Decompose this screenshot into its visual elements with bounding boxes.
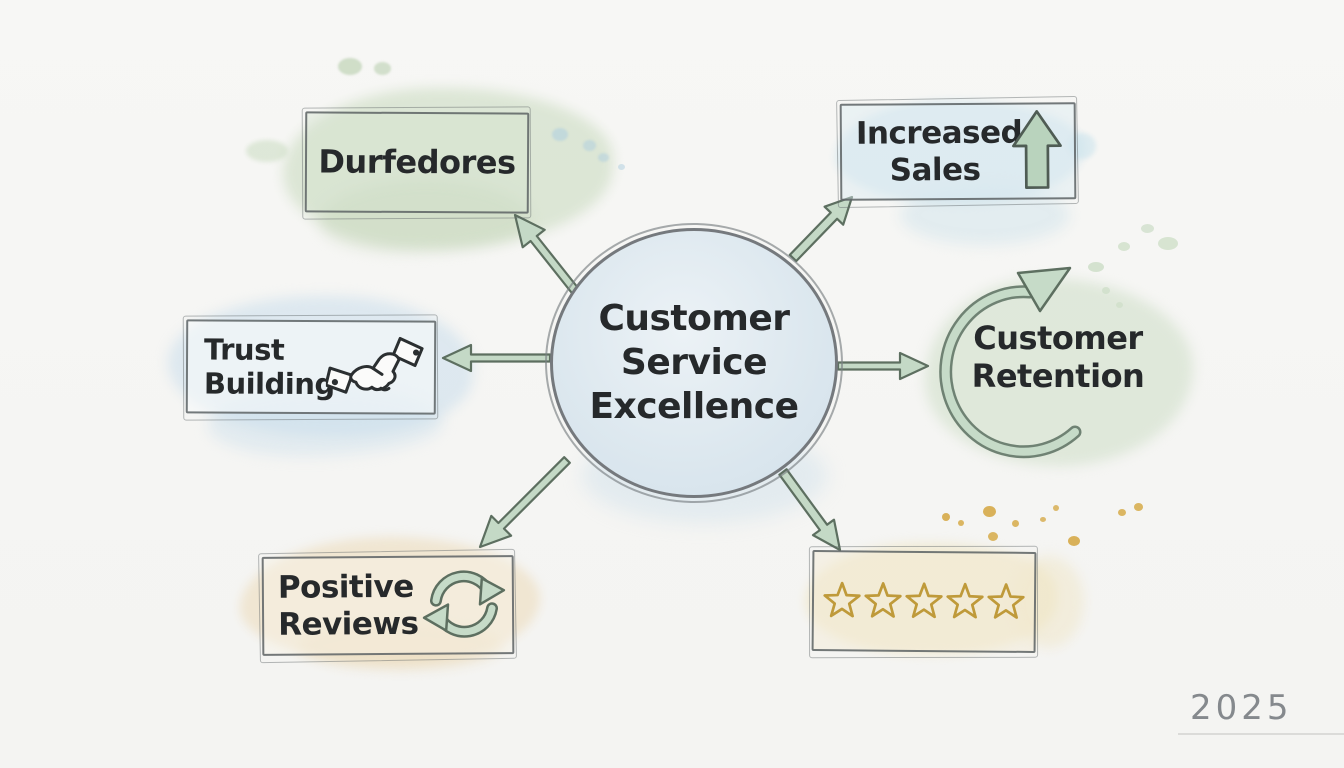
paint-dot-green	[374, 62, 391, 75]
central-node-customer-service-excellence: Customer Service Excellence	[550, 228, 838, 498]
node-increased-sales-label: Increased Sales	[855, 114, 1023, 188]
arrow-to-five-stars	[778, 468, 842, 552]
year-underline	[1178, 733, 1344, 735]
year-label: 2025	[1190, 688, 1293, 728]
gold-dot	[1012, 520, 1019, 527]
gold-dot	[983, 506, 996, 517]
central-node-line: Excellence	[589, 385, 799, 427]
paint-splatter-green	[1141, 224, 1154, 233]
star-icon	[946, 582, 984, 619]
gold-dot	[1134, 503, 1143, 511]
central-node-line: Customer	[598, 298, 790, 340]
up-arrow-icon	[1012, 110, 1062, 189]
central-node-line: Service	[620, 342, 768, 384]
paint-splatter-green	[1116, 302, 1123, 308]
star-icon	[905, 581, 943, 618]
arrow-to-trust-building	[441, 343, 552, 373]
paint-dot-blue	[552, 128, 568, 141]
gold-dot	[1053, 505, 1059, 511]
gold-dot	[1068, 536, 1080, 546]
node-customer-retention-label: Customer Retention	[971, 319, 1145, 395]
gold-dot	[942, 513, 950, 521]
node-benefits-label: Durfedores	[318, 142, 516, 182]
paint-splatter-green	[1102, 287, 1110, 294]
node-benefits-box: Durfedores	[304, 111, 530, 214]
node-trust-building-label: Trust Building	[203, 332, 335, 402]
paint-dot-green	[338, 58, 362, 75]
star-rating	[822, 579, 1026, 625]
node-increased-sales-box: Increased Sales	[839, 102, 1077, 201]
gold-dot	[958, 520, 964, 526]
node-positive-reviews-box: Positive Reviews	[261, 555, 515, 656]
star-icon	[864, 581, 902, 618]
star-icon	[823, 581, 861, 617]
paint-splatter-green	[1158, 237, 1178, 250]
node-trust-building-box: Trust Building	[185, 319, 437, 415]
arrow-to-increased-sales	[788, 195, 854, 263]
paint-dot-blue	[618, 164, 625, 170]
paint-dot-blue	[583, 140, 596, 151]
handshake-icon	[325, 336, 424, 394]
gold-dot	[1040, 517, 1046, 522]
gold-dot	[1118, 509, 1126, 516]
node-positive-reviews-label: Positive Reviews	[277, 568, 419, 643]
paint-splatter-green	[1118, 242, 1130, 251]
arrow-to-customer-retention	[836, 351, 930, 381]
star-icon	[987, 582, 1025, 619]
arrow-to-positive-reviews	[478, 456, 571, 549]
paint-dot-blue	[598, 153, 609, 162]
gold-dot	[988, 532, 998, 541]
paint-splatter-green	[1088, 262, 1104, 272]
refresh-icon	[422, 570, 506, 638]
paint-dot-green	[246, 140, 288, 162]
node-five-star-rating-box	[811, 550, 1037, 653]
